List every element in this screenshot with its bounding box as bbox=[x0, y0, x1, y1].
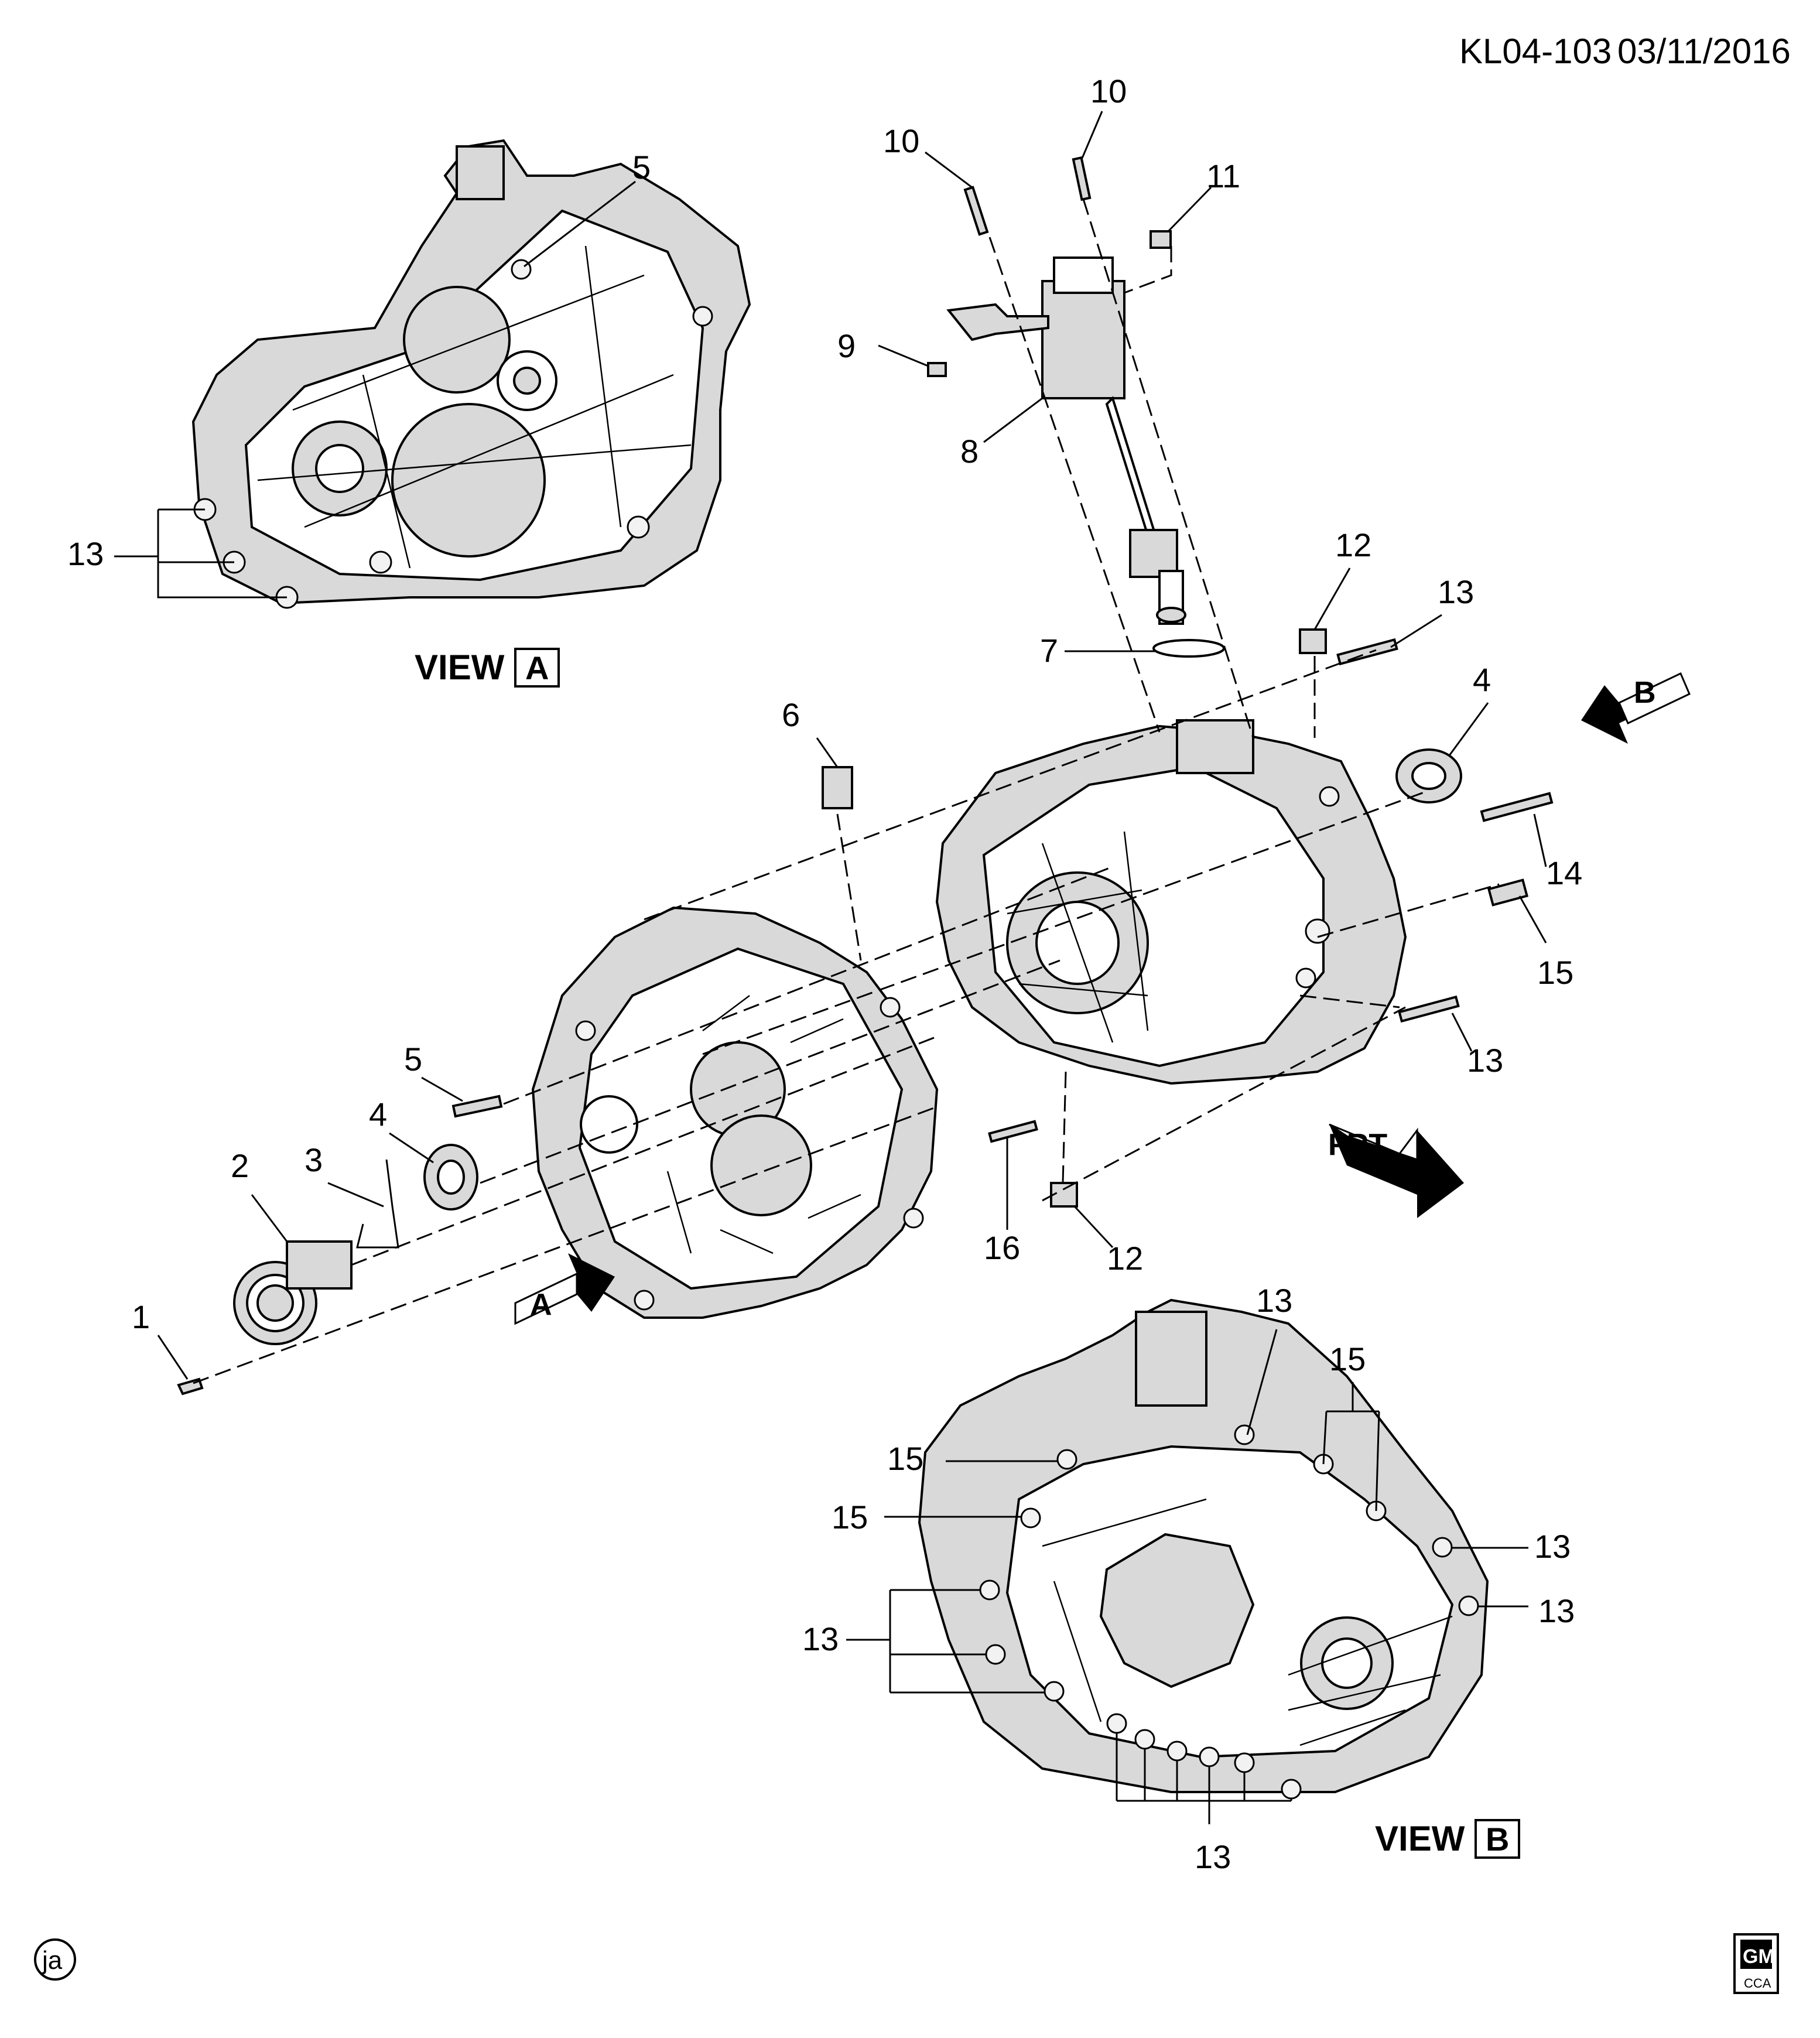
callout-15-view-b-lower: 15 bbox=[832, 1499, 868, 1536]
callout-13-view-a: 13 bbox=[67, 535, 104, 572]
callout-2: 2 bbox=[231, 1147, 249, 1184]
clutch-housing-illustration bbox=[531, 906, 939, 1319]
callout-13-view-b-top: 13 bbox=[1256, 1282, 1292, 1319]
view-a-letter: A bbox=[525, 649, 549, 686]
callout-13-top: 13 bbox=[1438, 573, 1474, 610]
callout-15-mid: 15 bbox=[1537, 954, 1573, 991]
view-b-label: VIEW B bbox=[1375, 1819, 1520, 1859]
callout-5-left: 5 bbox=[404, 1041, 422, 1078]
callout-13-view-b-left: 13 bbox=[802, 1620, 839, 1657]
diagram-code: KL04-103 bbox=[1459, 32, 1612, 71]
corner-mark: ja bbox=[34, 1938, 76, 1981]
callout-3: 3 bbox=[305, 1141, 323, 1178]
transmission-case-illustration bbox=[935, 719, 1407, 1085]
callout-12-bottom: 12 bbox=[1107, 1240, 1143, 1277]
callout-13-view-b-right-upper: 13 bbox=[1534, 1528, 1571, 1565]
gm-logo-text: GM bbox=[1743, 1945, 1775, 1968]
assembly-lines bbox=[193, 199, 1500, 1384]
callout-leaders bbox=[114, 111, 1547, 1824]
view-a-housing-illustration bbox=[191, 139, 751, 609]
callout-9: 9 bbox=[837, 327, 856, 364]
shift-control-illustration bbox=[946, 257, 1186, 625]
view-b-direction-arrow: B bbox=[1581, 672, 1691, 744]
callout-8: 8 bbox=[960, 433, 979, 470]
callout-13-view-b-bottom: 13 bbox=[1195, 1838, 1231, 1875]
view-b-letter-box bbox=[1475, 1819, 1520, 1859]
callout-12-top: 12 bbox=[1335, 526, 1371, 563]
callout-15-view-b-top: 15 bbox=[1329, 1341, 1366, 1377]
front-arrow-text: FRT bbox=[1328, 1128, 1387, 1162]
view-b-housing-illustration bbox=[918, 1298, 1489, 1800]
callout-11: 11 bbox=[1206, 158, 1240, 194]
view-b-letter: B bbox=[1486, 1821, 1509, 1858]
view-a-letter-box bbox=[514, 648, 560, 688]
diagram-date: 03/11/2016 bbox=[1617, 32, 1791, 71]
callout-10-right: 10 bbox=[1090, 73, 1127, 110]
callout-7: 7 bbox=[1040, 632, 1058, 669]
view-a-label: VIEW A bbox=[415, 648, 560, 688]
callout-13-mid: 13 bbox=[1467, 1042, 1503, 1079]
gm-logo-subtext: CCA bbox=[1744, 1976, 1771, 1991]
callout-4-left: 4 bbox=[369, 1096, 387, 1133]
callout-10-left: 10 bbox=[883, 122, 919, 159]
gm-logo: GM CCA bbox=[1733, 1933, 1779, 1994]
front-direction-arrow: FRT bbox=[1328, 1123, 1464, 1218]
corner-mark-text: ja bbox=[41, 1946, 63, 1975]
callout-15-view-b-upper: 15 bbox=[887, 1440, 923, 1477]
diagram-header: KL04-103 03/11/2016 bbox=[1459, 32, 1791, 71]
callout-13-view-b-right-lower: 13 bbox=[1538, 1592, 1575, 1629]
view-b-arrow-letter: B bbox=[1634, 676, 1656, 710]
view-a-arrow-letter: A bbox=[530, 1288, 552, 1322]
callout-5-view-a: 5 bbox=[632, 149, 651, 186]
callout-14: 14 bbox=[1546, 854, 1582, 891]
callout-16: 16 bbox=[984, 1229, 1020, 1266]
callout-4-right: 4 bbox=[1473, 661, 1491, 698]
callout-6: 6 bbox=[782, 696, 800, 733]
view-b-word: VIEW bbox=[1375, 1819, 1465, 1858]
callout-numbers: 1 2 3 4 5 5 6 7 8 9 10 10 11 12 12 13 13… bbox=[67, 73, 1582, 1875]
view-a-word: VIEW bbox=[415, 648, 505, 687]
view-a-direction-arrow: A bbox=[514, 1253, 615, 1325]
callout-1: 1 bbox=[132, 1298, 150, 1335]
